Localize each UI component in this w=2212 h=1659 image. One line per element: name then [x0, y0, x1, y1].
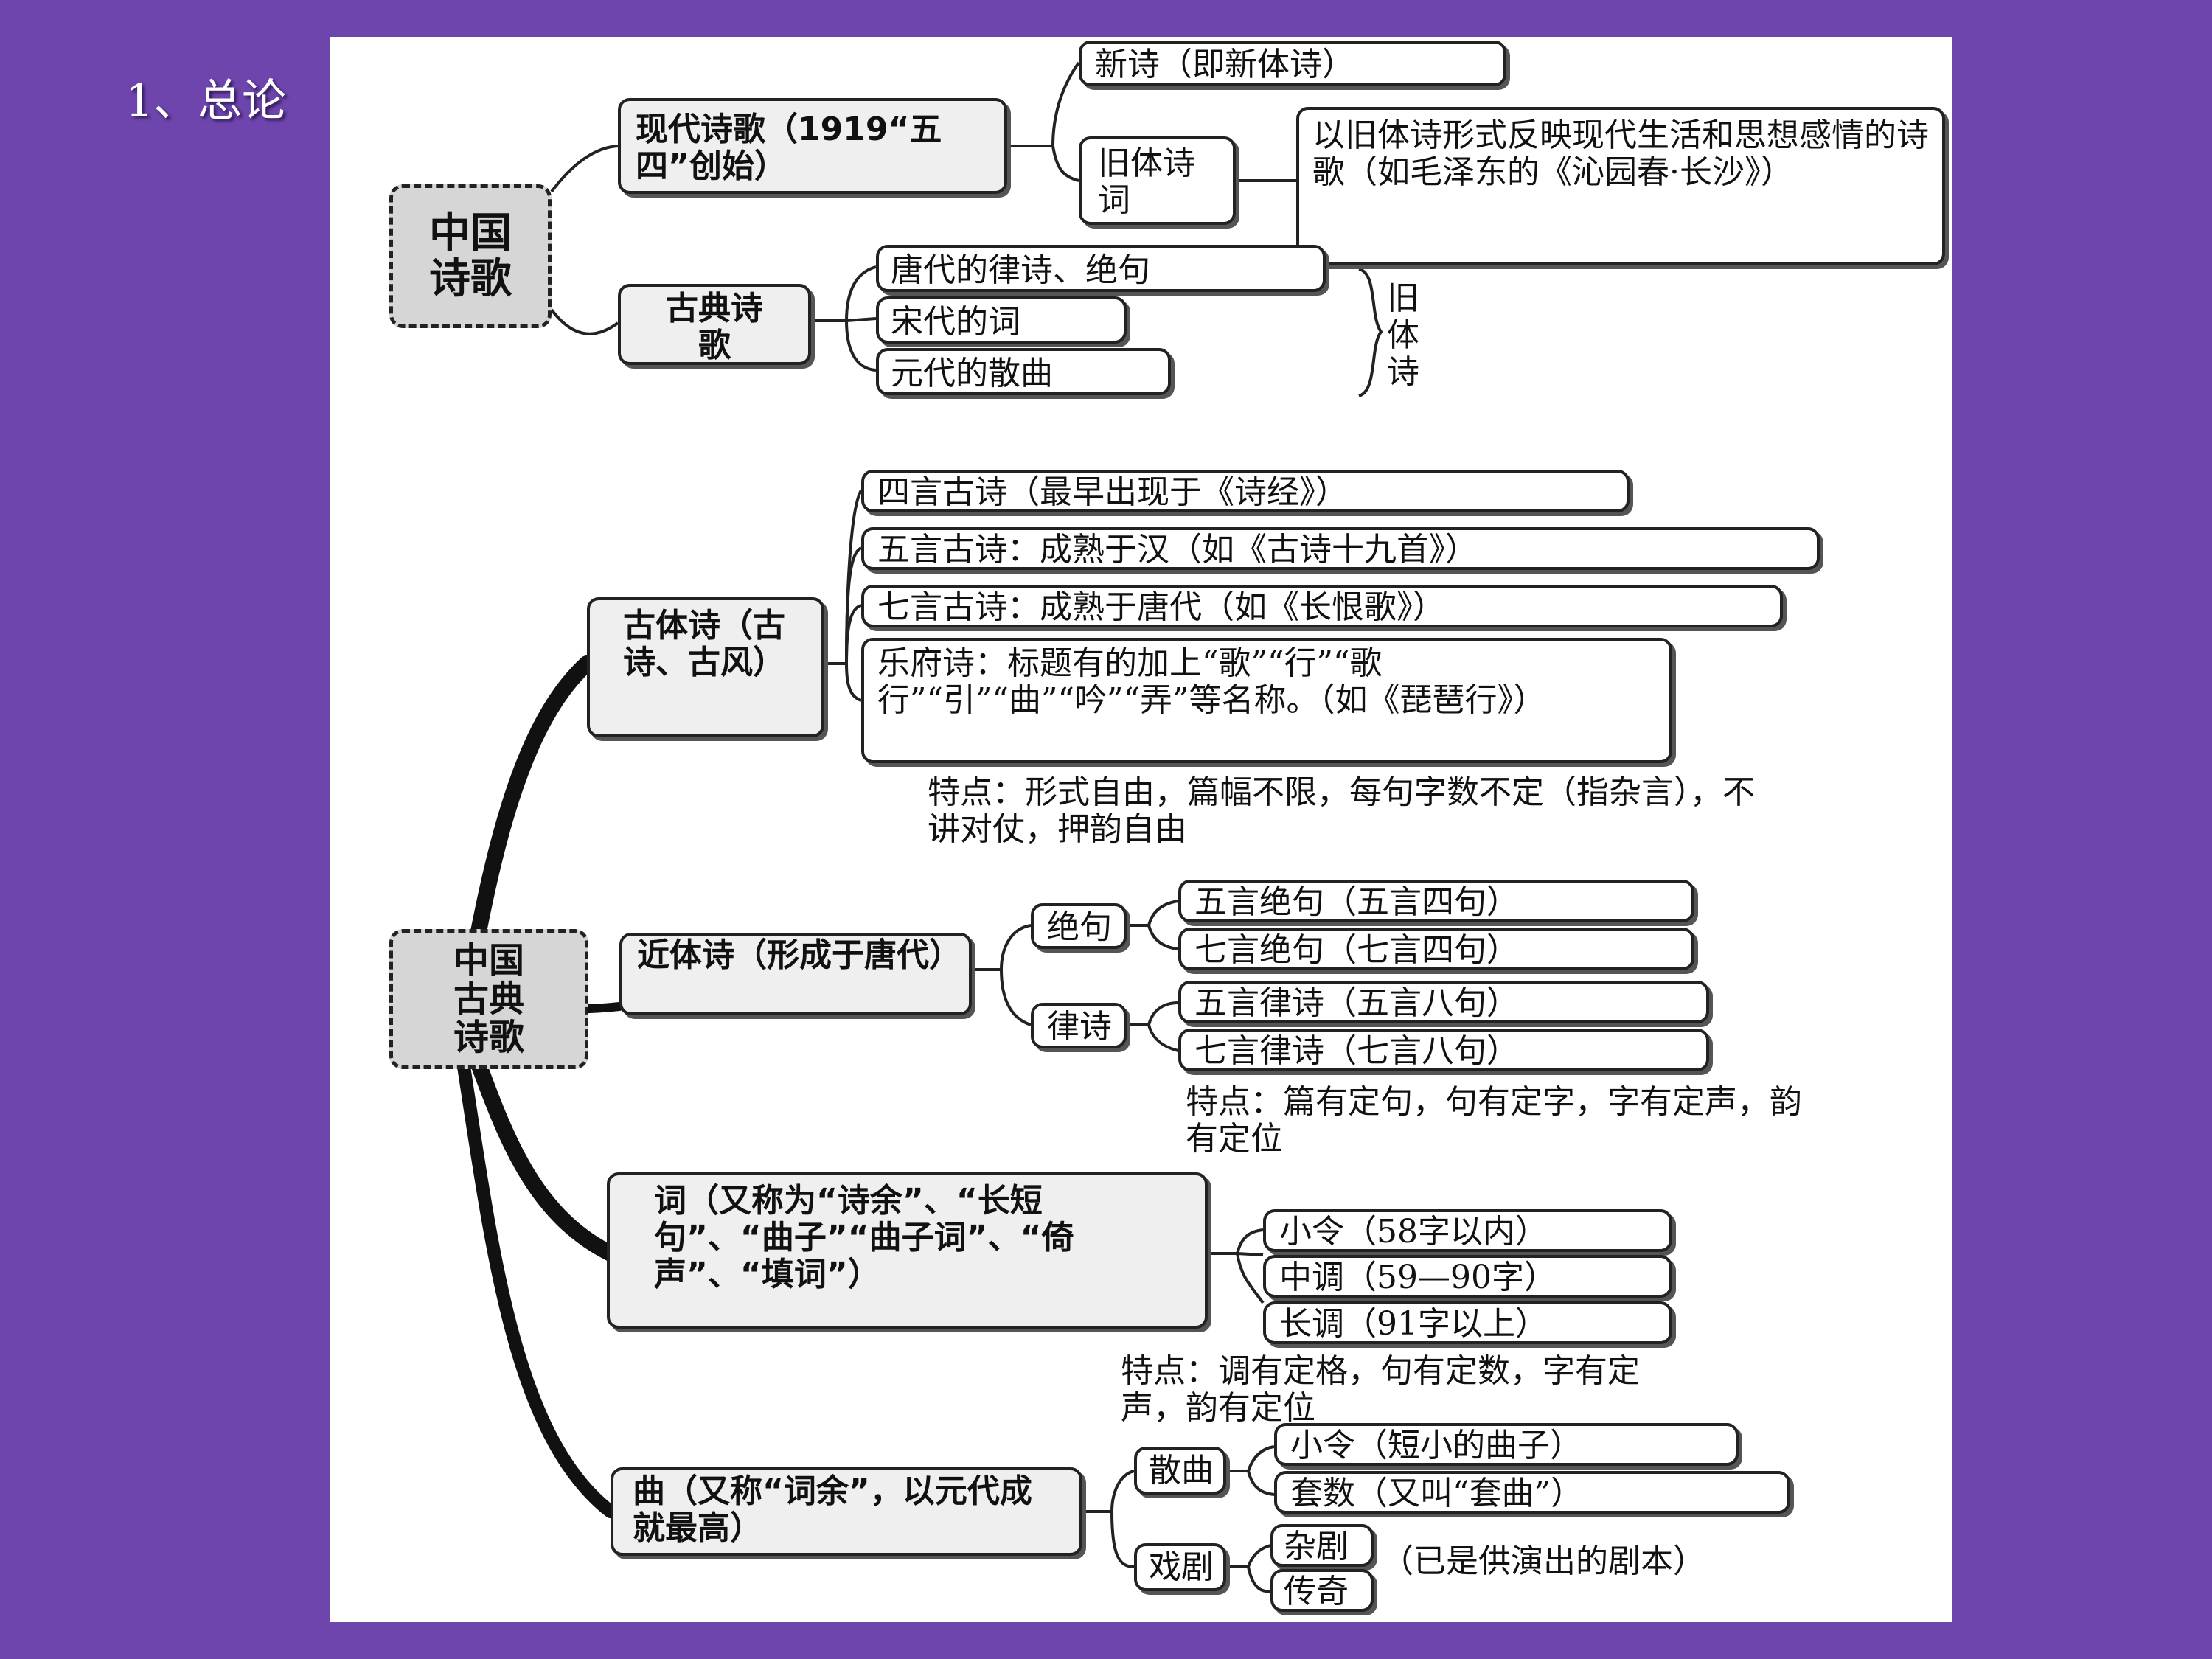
five-char-jueju: 五言绝句（五言四句） [1178, 880, 1694, 922]
script-note: （已是供演出的剧本） [1381, 1543, 1705, 1580]
modern-style-feature-note: 特点：篇有定句，句有定字，字有定声，韵有定位 [1186, 1083, 1802, 1158]
lvshi-node: 律诗 [1031, 1003, 1127, 1048]
zaju-node: 杂剧 [1270, 1524, 1374, 1567]
xiaoling-ci-node: 小令（58字以内） [1263, 1209, 1672, 1252]
changdiao-ci-node: 长调（91字以上） [1263, 1301, 1672, 1344]
ci-feature-note: 特点：调有定格，句有定数，字有定声，韵有定位 [1121, 1352, 1640, 1427]
mind-map-panel: 中国诗歌 现代诗歌（1919“五四”创始） 新诗（即新体诗） 旧体诗词 以旧体诗… [330, 37, 1952, 1622]
four-character-ancient-poem: 四言古诗（最早出现于《诗经》） [861, 470, 1630, 512]
five-char-lvshi: 五言律诗（五言八句） [1178, 981, 1709, 1023]
chuanqi-node: 传奇 [1270, 1569, 1374, 1612]
ancient-style-poetry-node: 古体诗（古诗、古风） [587, 597, 824, 737]
ci-poetry-node: 词（又称为“诗余”、“长短句”、“曲子”“曲子词”、“倚声”、“填词”） [607, 1172, 1208, 1329]
classical-poetry-node: 古典诗歌 [618, 284, 811, 365]
yuefu-poem-node: 乐府诗：标题有的加上“歌”“行”“歌行”“引”“曲”“吟”“弄”等名称。（如《琵… [861, 638, 1672, 763]
root-node-chinese-poetry: 中国诗歌 [389, 184, 552, 328]
old-style-poetry-node: 旧体诗词 [1079, 136, 1236, 225]
sanqu-node: 散曲 [1134, 1447, 1226, 1495]
seven-char-lvshi: 七言律诗（七言八句） [1178, 1029, 1709, 1071]
ancient-style-feature-note: 特点：形式自由，篇幅不限，每句字数不定（指杂言），不讲对仗，押韵自由 [928, 773, 1755, 848]
old-style-description: 以旧体诗形式反映现代生活和思想感情的诗歌（如毛泽东的《沁园春·长沙》） [1296, 107, 1945, 265]
seven-character-ancient-poem: 七言古诗：成熟于唐代（如《长恨歌》） [861, 585, 1783, 627]
taoshu-node: 套数（又叫“套曲”） [1274, 1471, 1790, 1514]
new-poem-node: 新诗（即新体诗） [1079, 41, 1506, 86]
zhongdiao-ci-node: 中调（59—90字） [1263, 1255, 1672, 1298]
modern-poetry-node: 现代诗歌（1919“五四”创始） [618, 98, 1007, 194]
xiaoling-qu-node: 小令（短小的曲子） [1274, 1423, 1739, 1466]
slide-title: 1、总论 [125, 75, 287, 127]
tang-node: 唐代的律诗、绝句 [876, 245, 1326, 292]
root-node-classical-poetry: 中国古典诗歌 [389, 929, 588, 1069]
five-character-ancient-poem: 五言古诗：成熟于汉（如《古诗十九首》） [861, 527, 1820, 570]
old-style-bracket-label: 旧体诗 [1387, 279, 1419, 391]
xiju-node: 戏剧 [1134, 1543, 1226, 1591]
song-node: 宋代的词 [876, 296, 1127, 344]
seven-char-jueju: 七言绝句（七言四句） [1178, 928, 1694, 970]
yuan-node: 元代的散曲 [876, 348, 1171, 395]
qu-poetry-node: 曲（又称“词余”，以元代成就最高） [611, 1467, 1082, 1556]
jueju-node: 绝句 [1031, 903, 1127, 949]
modern-style-poetry-node: 近体诗（形成于唐代） [619, 933, 972, 1015]
